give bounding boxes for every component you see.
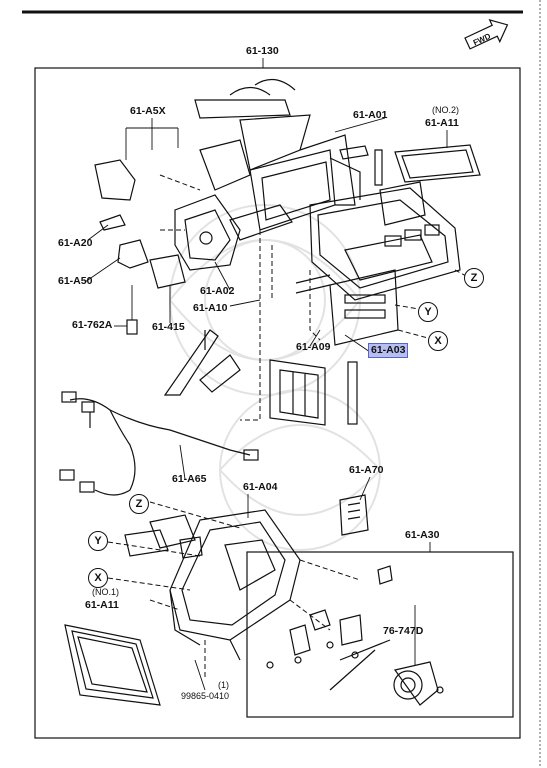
a30-linkage-parts bbox=[266, 565, 444, 706]
filter-no1 bbox=[64, 624, 161, 706]
marker-z-lower: Z bbox=[129, 494, 149, 514]
a30-subframe bbox=[246, 551, 514, 718]
marker-y-upper: Y bbox=[418, 302, 438, 322]
label-leaders bbox=[84, 117, 448, 691]
label-61-a50: 61-A50 bbox=[58, 275, 93, 287]
label-61-a20: 61-A20 bbox=[58, 237, 93, 249]
right-box-assembly bbox=[295, 144, 481, 346]
label-61-a11-no2: 61-A11 bbox=[425, 117, 459, 129]
wire-harness bbox=[59, 391, 259, 496]
label-61-a09: 61-A09 bbox=[296, 341, 331, 353]
label-61-a03-highlighted[interactable]: 61-A03 bbox=[368, 343, 409, 358]
label-61-130: 61-130 bbox=[246, 45, 279, 57]
label-61-a01: 61-A01 bbox=[353, 109, 388, 121]
fwd-arrow bbox=[464, 18, 509, 50]
marker-x-upper: X bbox=[428, 331, 448, 351]
label-61-a65: 61-A65 bbox=[172, 473, 207, 485]
main-frame bbox=[34, 67, 521, 739]
label-bolt-qty: (1) bbox=[218, 680, 229, 690]
marker-y-lower: Y bbox=[88, 531, 108, 551]
label-61-a02: 61-A02 bbox=[200, 285, 235, 297]
filter-frame-parts bbox=[163, 329, 358, 426]
label-61-a04: 61-A04 bbox=[243, 481, 278, 493]
label-76-747d: 76-747D bbox=[383, 625, 424, 637]
label-61-a11-no1: 61-A11 bbox=[85, 599, 119, 611]
label-61-a11-no2-qualifier: (NO.2) bbox=[432, 105, 459, 115]
label-bolt-part: 99865-0410 bbox=[181, 691, 230, 701]
label-61-762a: 61-762A bbox=[72, 319, 113, 331]
marker-z-upper: Z bbox=[464, 268, 484, 288]
label-61-a11-no1-qualifier: (NO.1) bbox=[92, 587, 119, 597]
label-61-a10: 61-A10 bbox=[193, 302, 228, 314]
label-61-a30: 61-A30 bbox=[405, 529, 440, 541]
lower-dashed-guides bbox=[107, 501, 361, 680]
label-61-a5x: 61-A5X bbox=[130, 105, 166, 117]
lower-housing bbox=[124, 494, 369, 661]
marker-x-lower: X bbox=[88, 568, 108, 588]
label-61-a70: 61-A70 bbox=[349, 464, 384, 476]
a5x-leaders bbox=[125, 118, 179, 160]
label-61-415: 61-415 bbox=[152, 321, 185, 333]
